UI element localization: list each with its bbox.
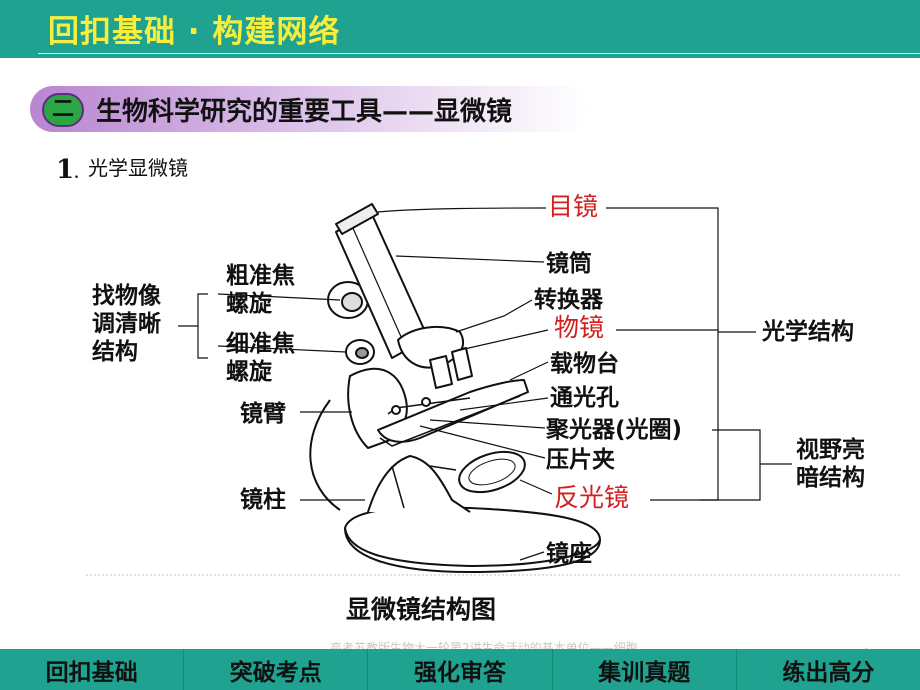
label-focus-group: 找物像 调清晰 结构 [92, 283, 161, 365]
title-divider [38, 53, 920, 54]
section-header [30, 86, 590, 132]
label-mirror: 反光镜 [554, 483, 630, 512]
section-title: 生物科学研究的重要工具——显微镜 [96, 97, 513, 127]
leader-lines [86, 207, 900, 576]
label-stage: 载物台 [550, 351, 619, 377]
title-bar: 回扣基础 · 构建网络 [0, 0, 920, 58]
label-objective: 物镜 [554, 313, 605, 342]
nav-tab-past-exams[interactable]: 集训真题 [551, 649, 736, 690]
nav-tab-answering[interactable]: 强化审答 [367, 649, 551, 690]
nav-tab-key-points[interactable]: 突破考点 [183, 649, 367, 690]
label-clip: 压片夹 [546, 447, 615, 473]
label-stage-hole: 通光孔 [550, 385, 619, 411]
label-condenser: 聚光器(光圈) [546, 417, 683, 443]
microscope-illustration [309, 203, 601, 573]
label-optical-group: 光学结构 [762, 319, 854, 345]
label-fine-focus: 细准焦 螺旋 [226, 331, 295, 385]
nav-tab-review-basics[interactable]: 回扣基础 [45, 659, 138, 686]
label-brightness-group: 视野亮 暗结构 [796, 437, 865, 491]
diagram-caption: 显微镜结构图 [346, 595, 497, 624]
section-badge: 二 [42, 93, 84, 127]
subsection-number: 1. [56, 155, 79, 185]
label-tube: 镜筒 [546, 251, 592, 277]
label-coarse-focus: 粗准焦 螺旋 [226, 263, 295, 317]
label-revolver: 转换器 [534, 287, 603, 313]
page-title: 回扣基础 · 构建网络 [48, 14, 341, 50]
label-pillar: 镜柱 [240, 487, 286, 513]
nav-tab-practice[interactable]: 练出高分 [735, 649, 920, 690]
bottom-nav: 回扣基础 突破考点 强化审答 集训真题 练出高分 [0, 649, 920, 690]
label-eyepiece: 目镜 [548, 192, 599, 221]
label-arm: 镜臂 [240, 401, 286, 427]
subsection-title: 光学显微镜 [88, 156, 188, 180]
label-base: 镜座 [546, 541, 592, 567]
